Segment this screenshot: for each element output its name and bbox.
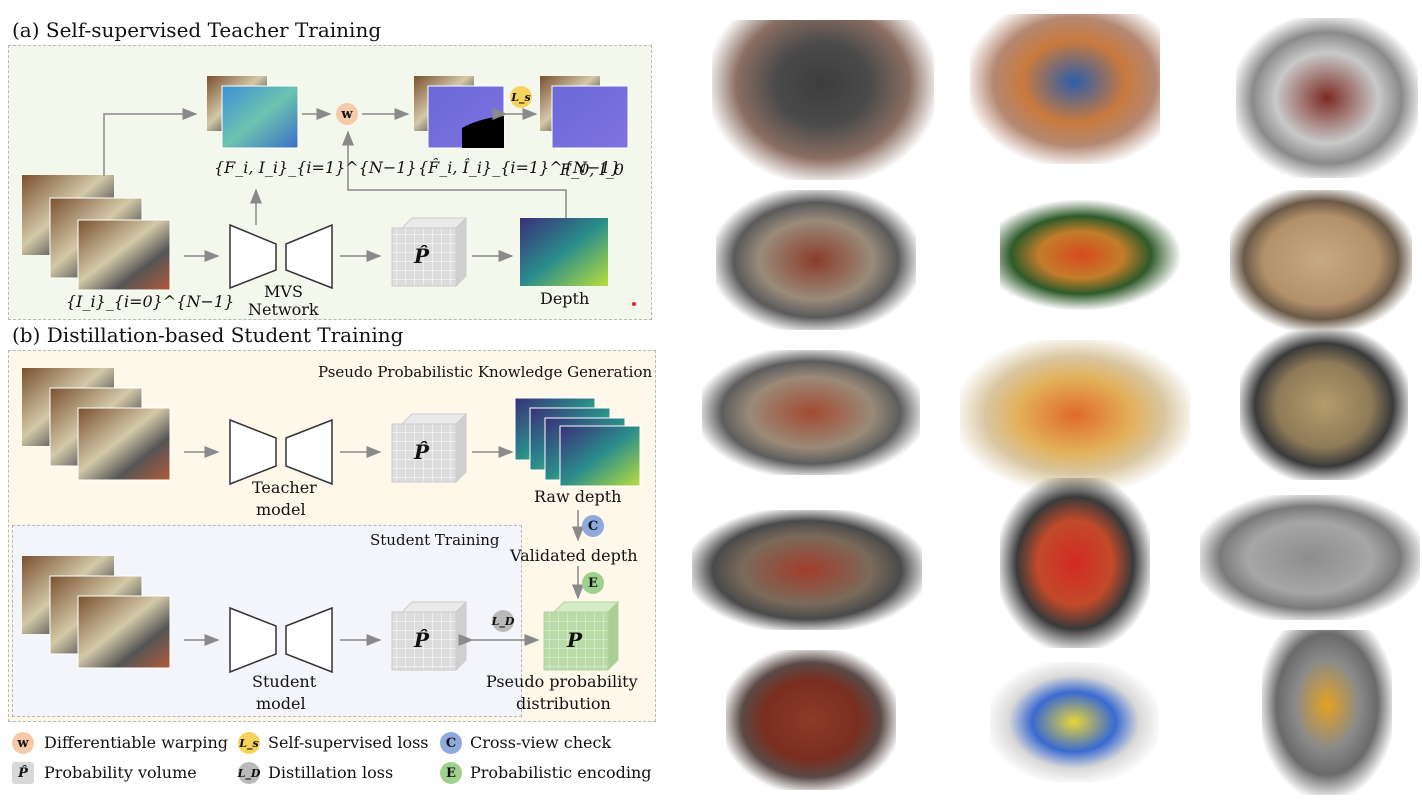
reconstruction-balls — [990, 662, 1158, 782]
teacher-label-line2: model — [256, 500, 306, 519]
legend-self-loss-text: Self-supervised loss — [268, 733, 429, 752]
raw-depth-stack — [514, 397, 641, 487]
reference-label: F_0, I_0 — [560, 160, 624, 179]
input-image-stack-student — [22, 556, 171, 669]
input-image-stack-a — [22, 175, 171, 291]
legend-self-loss-icon: L_s — [238, 732, 260, 754]
teacher-label-line1: Teacher — [252, 478, 317, 497]
reconstruction-brick-house — [726, 650, 896, 790]
validated-depth-label: Validated depth — [510, 546, 638, 565]
probabilistic-encoding-badge: E — [582, 572, 604, 594]
legend-warp-icon: w — [12, 732, 34, 754]
student-label-line1: Student — [252, 672, 317, 691]
reconstruction-bird — [970, 14, 1160, 164]
input-images-label: {I_i}_{i=0}^{N−1} — [66, 292, 235, 311]
features-label: {F_i, I_i}_{i=1}^{N−1} — [214, 158, 417, 177]
volume-label-teacher: P̂ — [414, 440, 430, 464]
reconstruction-can — [712, 20, 934, 180]
reconstruction-poster — [1236, 18, 1418, 178]
reconstruction-box — [1230, 190, 1412, 330]
legend-distill-icon: L_D — [238, 762, 260, 784]
pipeline-diagram — [22, 76, 641, 674]
legend-distill-text: Distillation loss — [268, 763, 394, 782]
self-supervised-loss-badge: L_s — [510, 86, 532, 108]
probability-volume-a — [391, 216, 468, 288]
probability-volume-teacher — [391, 412, 468, 484]
volume-label-a: P̂ — [414, 244, 430, 268]
student-label-line2: model — [256, 694, 306, 713]
feature-maps — [207, 76, 299, 149]
reconstruction-buildings-1 — [716, 190, 916, 330]
cross-view-check-badge: C — [582, 515, 604, 537]
pseudo-volume-label: P — [567, 628, 583, 652]
pseudo-distribution-line1: Pseudo probability — [486, 672, 638, 691]
legend-volume-text: Probability volume — [44, 763, 197, 782]
reconstruction-buildings-2 — [702, 350, 920, 475]
section-b-title: (b) Distillation-based Student Training — [12, 323, 404, 347]
pseudo-probability-volume — [543, 600, 620, 672]
volume-label-student: P̂ — [414, 628, 430, 652]
warp-badge: w — [336, 103, 358, 125]
distillation-loss-badge: L_D — [492, 610, 514, 632]
input-image-stack-teacher — [22, 368, 171, 481]
legend-check-icon: C — [440, 732, 462, 754]
legend-volume-icon: P̂ — [12, 762, 34, 784]
student-training-title: Student Training — [370, 531, 500, 549]
legend-warp-text: Differentiable warping — [44, 733, 228, 752]
pseudo-distribution-line2: distribution — [516, 694, 611, 713]
section-a-title: (a) Self-supervised Teacher Training — [12, 18, 382, 42]
reconstruction-rabbit — [1262, 630, 1392, 795]
reconstruction-juice-orange — [960, 340, 1190, 490]
depth-map — [520, 218, 608, 286]
legend-check-text: Cross-view check — [470, 733, 612, 752]
student-model — [229, 606, 333, 674]
reconstruction-bricks — [1200, 495, 1420, 620]
raw-depth-label: Raw depth — [534, 487, 622, 506]
legend-encode-text: Probabilistic encoding — [470, 763, 652, 782]
pseudo-knowledge-title: Pseudo Probabilistic Knowledge Generatio… — [318, 363, 653, 381]
warped-feature-maps — [414, 76, 505, 149]
reference-feature-map — [540, 76, 629, 149]
depth-label: Depth — [540, 289, 590, 308]
mvs-label-line1: MVS — [264, 282, 303, 301]
warped-features-label: {F̂_i, Î_i}_{i=1}^{N−1} — [418, 158, 621, 177]
teacher-model — [229, 418, 333, 486]
mvs-network — [229, 223, 333, 290]
reconstruction-fruits — [1000, 200, 1180, 310]
reconstruction-buildings-3 — [692, 510, 922, 630]
reconstruction-power-supply — [1240, 330, 1408, 480]
mvs-label-line2: Network — [248, 300, 319, 319]
legend-encode-icon: E — [440, 762, 462, 784]
reconstruction-doll — [1000, 478, 1150, 648]
